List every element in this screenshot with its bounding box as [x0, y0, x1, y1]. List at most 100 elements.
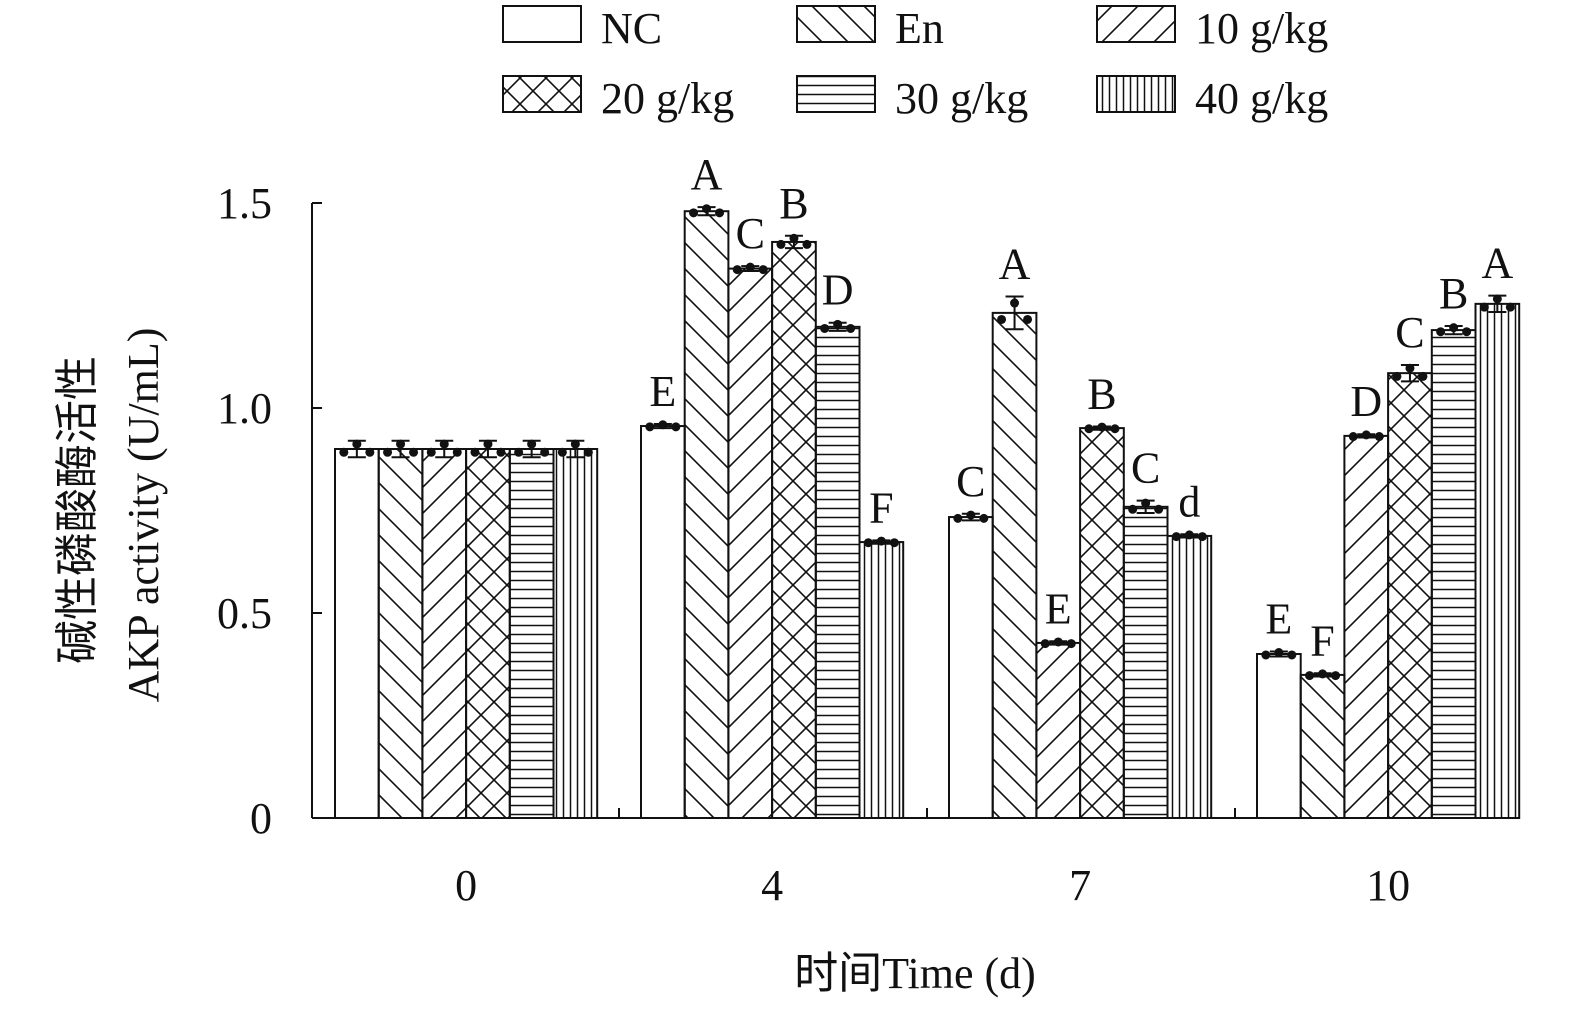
bar-En-day4 — [683, 210, 730, 819]
data-point — [1128, 504, 1138, 514]
bar-20-g-kg-day7 — [1079, 427, 1125, 819]
data-point — [409, 447, 419, 457]
significance-letter: B — [1439, 269, 1468, 318]
data-point — [1154, 504, 1164, 514]
data-point — [953, 513, 963, 523]
data-point — [1418, 371, 1428, 381]
bar-NC-day0 — [334, 448, 380, 819]
data-point — [1505, 302, 1515, 312]
data-point — [1084, 424, 1094, 434]
data-point — [496, 447, 506, 457]
y-tick-label: 0.5 — [217, 589, 272, 638]
bar-30-g-kg-day4 — [814, 325, 861, 819]
y-tick-label: 1.0 — [217, 384, 272, 433]
data-point — [1040, 639, 1050, 649]
bar-40-g-kg-day10 — [1474, 302, 1521, 819]
data-point — [439, 439, 449, 449]
data-point — [658, 420, 668, 430]
significance-letter: E — [1265, 595, 1292, 644]
significance-letter: C — [956, 457, 985, 506]
data-point — [745, 262, 755, 272]
data-point — [1479, 302, 1489, 312]
data-point — [776, 239, 786, 249]
bar-En-day7 — [991, 311, 1038, 819]
data-point — [1197, 532, 1207, 542]
bar-NC-day7 — [948, 516, 994, 819]
significance-letter: C — [1131, 444, 1160, 493]
data-point — [1010, 298, 1020, 308]
data-point — [997, 314, 1007, 324]
data-point — [1184, 530, 1194, 540]
data-point — [1305, 671, 1315, 681]
data-point — [1462, 327, 1472, 337]
bar-NC-day4 — [640, 425, 686, 819]
data-point — [1171, 532, 1181, 542]
legend-label: 10 g/kg — [1195, 4, 1328, 53]
data-point — [833, 319, 843, 329]
bar-30-g-kg-day0 — [508, 448, 555, 819]
legend-swatch — [1096, 75, 1176, 113]
significance-letter: D — [1350, 377, 1382, 426]
data-point — [514, 447, 524, 457]
data-point — [426, 447, 436, 457]
significance-letter: A — [1481, 239, 1513, 288]
data-point — [645, 422, 655, 432]
bar-10-g-kg-day7 — [1035, 641, 1082, 819]
data-point — [1053, 637, 1063, 647]
y-axis-label: AKP activity (U/mL) — [119, 328, 168, 703]
data-point — [715, 208, 725, 218]
data-point — [1361, 430, 1371, 440]
data-point — [540, 447, 550, 457]
data-point — [1405, 363, 1415, 373]
significance-letter: B — [1087, 369, 1116, 418]
data-point — [352, 439, 362, 449]
significance-letter: F — [869, 483, 893, 532]
data-point — [557, 447, 567, 457]
significance-letter: E — [1045, 584, 1072, 633]
y-tick-label: 0 — [250, 794, 272, 843]
data-point — [1274, 648, 1284, 658]
bar-En-day10 — [1299, 673, 1346, 819]
significance-letter: E — [649, 367, 676, 416]
data-point — [1436, 327, 1446, 337]
data-point — [570, 439, 580, 449]
x-tick-label: 7 — [1069, 861, 1091, 910]
data-point — [689, 208, 699, 218]
bar-30-g-kg-day10 — [1430, 329, 1477, 819]
data-point — [1331, 671, 1341, 681]
data-point — [671, 422, 681, 432]
legend-swatch — [796, 75, 876, 113]
data-point — [732, 265, 742, 275]
x-tick-label: 0 — [455, 861, 477, 910]
x-tick-label: 10 — [1366, 861, 1410, 910]
data-point — [1318, 669, 1328, 679]
bar-10-g-kg-day0 — [421, 448, 468, 819]
legend-swatch — [502, 5, 582, 43]
data-point — [339, 447, 349, 457]
data-point — [383, 447, 393, 457]
data-point — [452, 447, 462, 457]
data-point — [1374, 432, 1384, 442]
data-point — [1097, 422, 1107, 432]
legend-swatch — [502, 75, 582, 113]
legend-swatch — [796, 5, 876, 43]
data-point — [483, 439, 493, 449]
data-point — [365, 447, 375, 457]
data-point — [1261, 650, 1271, 660]
y-tick-label: 1.5 — [217, 179, 272, 228]
data-point — [1141, 498, 1151, 508]
significance-letter: C — [1395, 308, 1424, 357]
bar-40-g-kg-day4 — [858, 541, 905, 819]
data-point — [846, 323, 856, 333]
data-point — [820, 323, 830, 333]
bar-NC-day10 — [1256, 653, 1302, 819]
significance-letter: D — [822, 266, 854, 315]
bar-40-g-kg-day0 — [552, 448, 599, 819]
data-point — [527, 439, 537, 449]
legend-label: 40 g/kg — [1195, 74, 1328, 123]
data-point — [1023, 314, 1033, 324]
data-point — [1492, 294, 1502, 304]
